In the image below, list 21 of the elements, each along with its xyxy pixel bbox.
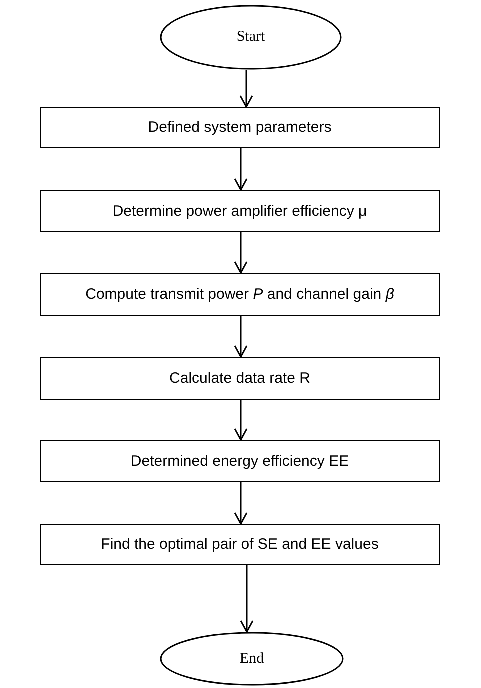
process-label: Determine power amplifier efficiency μ (112, 202, 368, 220)
process-label: Calculate data rate R (170, 370, 310, 387)
process-box (40, 107, 440, 148)
arrow (234, 232, 248, 274)
arrow (240, 70, 254, 108)
process-box (40, 524, 440, 565)
terminal-label: End (240, 650, 264, 668)
process-box (40, 440, 440, 482)
process-box (40, 273, 440, 316)
arrow (240, 565, 254, 633)
terminal-label: Start (236, 29, 266, 46)
process-label: Compute transmit power P and channel gain β (86, 286, 394, 303)
arrow (234, 482, 248, 525)
arrow (234, 148, 248, 191)
arrow (234, 316, 248, 358)
arrow (234, 400, 248, 441)
process-box (40, 190, 440, 232)
process-label: Determined energy efficiency EE (130, 452, 350, 470)
process-label: Find the optimal pair of SE and EE values (101, 536, 379, 553)
process-box (40, 357, 440, 400)
process-label: Defined system parameters (148, 119, 332, 136)
